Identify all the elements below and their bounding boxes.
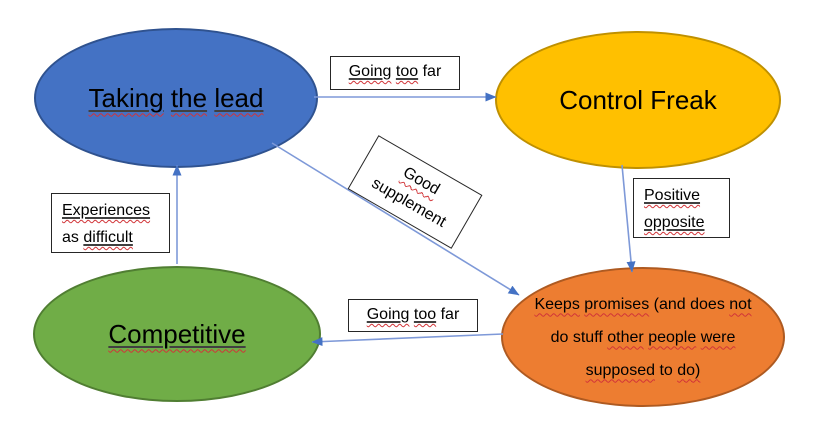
node-taking-the-lead-label: Taking the lead (88, 82, 264, 113)
arrow-lead-to-keeps-diagonal (271, 142, 520, 296)
node-control-freak-label: Control Freak (559, 84, 717, 115)
node-competitive: Competitive (33, 266, 321, 402)
edge-label-going-too-far-top: Going too far (330, 56, 460, 90)
node-taking-the-lead: Taking the lead (34, 28, 318, 168)
node-competitive-label: Competitive (108, 318, 246, 349)
edge-label-going-too-far-bottom-text: Going too far (366, 306, 460, 323)
edge-label-going-too-far-bottom: Going too far (348, 299, 478, 332)
edge-label-going-too-far-top-text: Going too far (348, 63, 442, 80)
arrow-controlfreak-to-keeps (621, 164, 636, 273)
arrow-keeps-to-competitive (311, 333, 504, 347)
